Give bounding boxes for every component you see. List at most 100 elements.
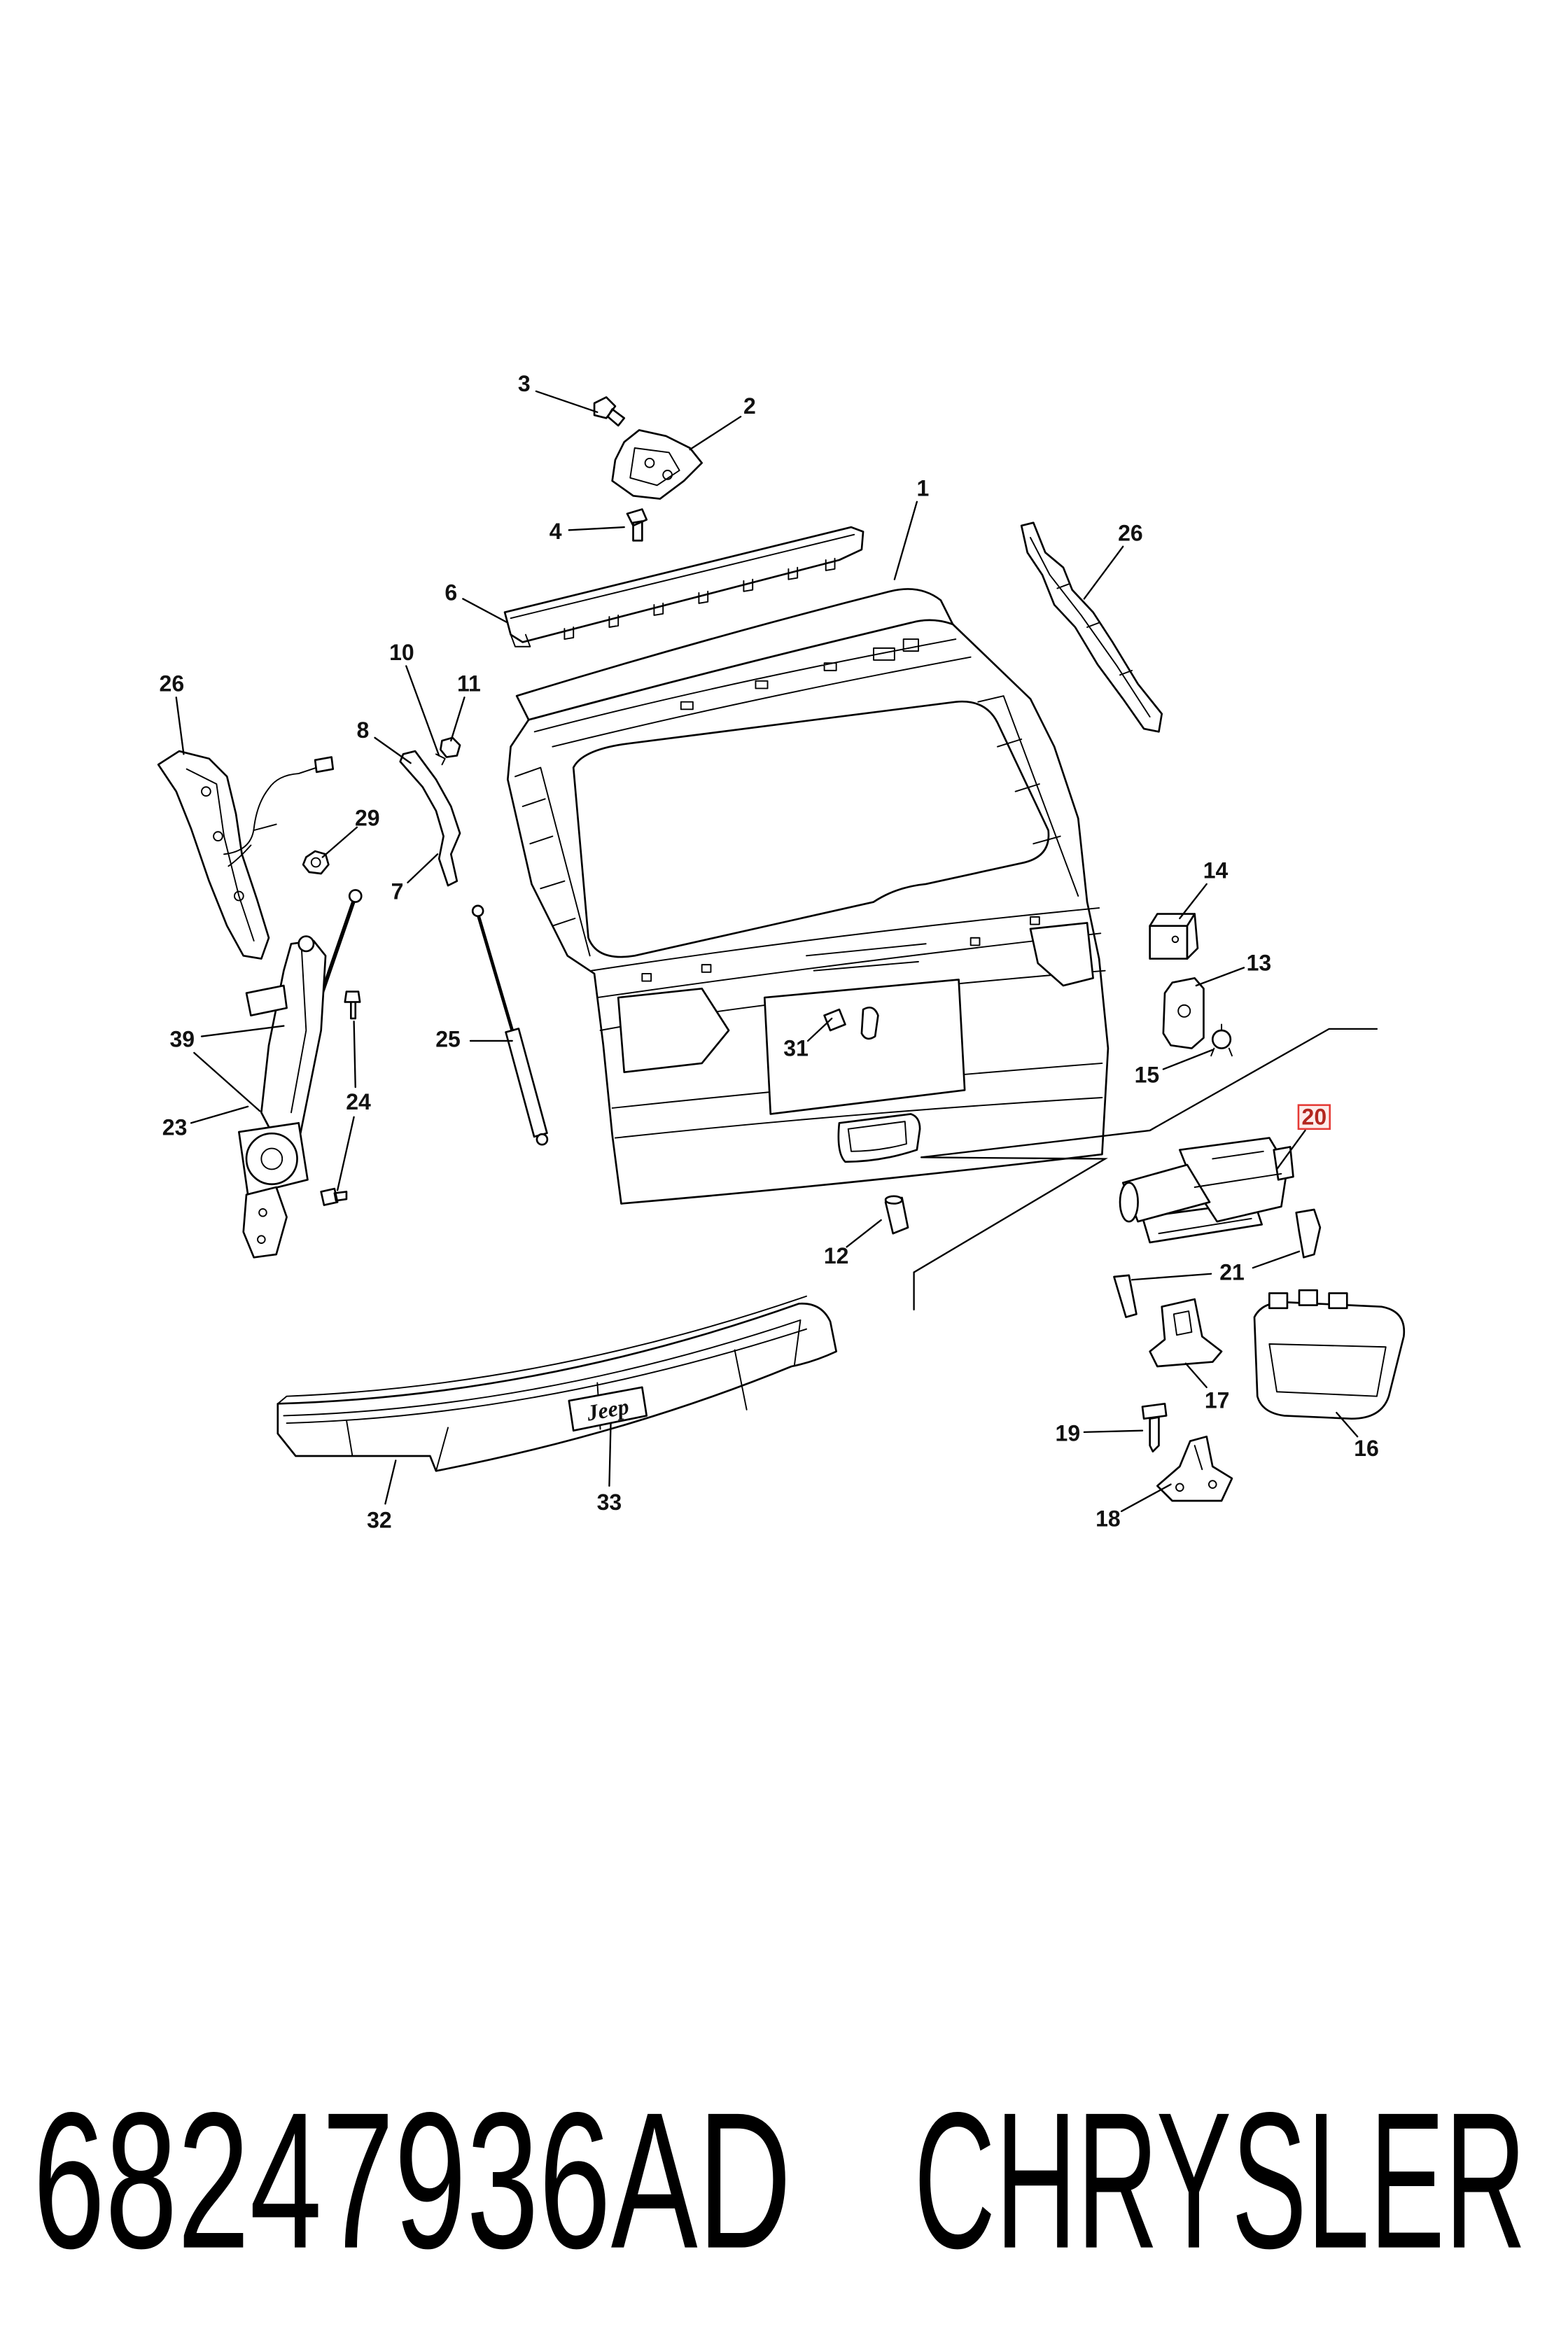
part-32-applique	[276, 1295, 837, 1472]
left-bracket-details	[186, 768, 255, 941]
striker-holes	[1175, 1445, 1217, 1492]
handle-switches	[1268, 1289, 1348, 1310]
leader-line-19	[1083, 1429, 1144, 1434]
liftgate-spoiler	[515, 588, 954, 721]
part-21-rod	[1113, 1274, 1138, 1318]
gas-strut-rod	[476, 912, 514, 1032]
leader-lines	[175, 390, 1359, 1513]
striker-outline	[1156, 1435, 1233, 1502]
callout-label-4: 4	[550, 519, 562, 544]
part-3-bolt	[593, 396, 626, 427]
header-bar-details	[510, 533, 855, 648]
plate-outline	[1162, 977, 1205, 1049]
callout-label-39: 39	[169, 1026, 195, 1051]
part-number: 68247936AD	[33, 2072, 792, 2289]
leader-line-15	[1162, 1049, 1214, 1070]
callout-label-10: 10	[389, 640, 414, 665]
part-8-7-bracket	[399, 750, 461, 887]
header-bar-outline	[503, 526, 864, 643]
callout-label-3: 3	[518, 371, 531, 396]
latch-details	[1158, 1150, 1282, 1235]
actuator-housing	[260, 939, 327, 1151]
liftgate-frame-details	[514, 638, 1106, 1139]
part-33-badge: Jeep	[568, 1386, 648, 1432]
callout-labels: 3 2 1 4 26 6 10 11 26 8 29 7 14 13 25 31…	[160, 371, 1379, 1532]
leader-line-33	[608, 1422, 612, 1487]
leader-line-11	[450, 696, 465, 742]
leader-line-16	[1336, 1411, 1359, 1438]
callout-label-13: 13	[1247, 951, 1272, 976]
leader-line-21-right	[1252, 1250, 1301, 1269]
leader-line-39-upper	[200, 1025, 285, 1037]
actuator-lower-bracket-holes	[257, 1208, 267, 1244]
callout-label-2: 2	[743, 393, 756, 419]
callout-label-32: 32	[367, 1507, 392, 1532]
plate-hole	[1177, 1004, 1191, 1018]
leader-line-10	[405, 665, 440, 757]
leader-line-14	[1179, 883, 1208, 920]
block-front	[1149, 925, 1189, 960]
liftgate-handle-recess	[837, 1113, 921, 1163]
wire-connector	[314, 756, 335, 774]
leader-line-1	[893, 500, 918, 580]
callout-label-29: 29	[355, 806, 380, 831]
actuator-motor-hub	[260, 1147, 284, 1170]
leader-line-2	[689, 416, 742, 451]
callout-label-20: 20	[1302, 1104, 1327, 1129]
nut-29-hole	[310, 857, 321, 868]
part-14-block	[1149, 913, 1199, 960]
part-13-plate	[1162, 977, 1205, 1049]
applique-outline	[276, 1303, 837, 1472]
hinge-details	[629, 447, 680, 486]
part-31-clip	[823, 1008, 846, 1032]
part-39-23-actuator	[238, 889, 363, 1259]
actuator-lower-bracket	[242, 1186, 288, 1259]
part-4-stud	[626, 508, 648, 542]
leader-line-29	[321, 826, 358, 858]
callout-label-33: 33	[597, 1490, 622, 1515]
part-6-header-bar	[503, 526, 864, 648]
part-25-gas-strut	[471, 904, 549, 1146]
left-bracket-outline	[157, 750, 270, 960]
callout-label-26-right: 26	[1118, 520, 1143, 545]
part-18-striker	[1156, 1435, 1233, 1502]
handle-outline	[1253, 1301, 1406, 1420]
callout-label-15: 15	[1135, 1063, 1160, 1088]
liftgate-right-lamp-opening	[1029, 922, 1094, 987]
part-10-clip	[435, 753, 446, 766]
leader-line-24-upper	[353, 1021, 356, 1088]
leader-line-23	[190, 1105, 249, 1124]
footer: 68247936AD CHRYSLER	[33, 2072, 1526, 2289]
callout-label-8: 8	[357, 718, 370, 743]
liftgate-part	[507, 588, 1110, 1205]
callout-label-7: 7	[391, 878, 404, 904]
clip-15-body	[1211, 1029, 1232, 1049]
gas-strut-top-eye	[471, 904, 484, 918]
callout-label-11: 11	[457, 671, 481, 696]
liftgate-left-lamp-opening	[617, 987, 730, 1074]
callout-label-21: 21	[1219, 1259, 1245, 1284]
hinge-outline	[611, 429, 703, 500]
part-17-bracket	[1149, 1298, 1223, 1368]
leader-line-7	[407, 853, 439, 883]
callout-label-31: 31	[783, 1035, 808, 1060]
callout-label-12: 12	[824, 1243, 849, 1268]
part-21-bolt	[1295, 1208, 1322, 1259]
wire-harness	[223, 766, 318, 867]
brand-name: CHRYSLER	[914, 2072, 1527, 2289]
part-2-hinge	[611, 429, 703, 500]
liftgate-license-plate-recess	[763, 979, 966, 1115]
handle-inner	[1268, 1343, 1387, 1397]
leader-line-17	[1184, 1362, 1208, 1389]
license-lamp-clip	[860, 1007, 879, 1040]
callout-label-18: 18	[1096, 1506, 1121, 1531]
block-hole	[1171, 935, 1180, 944]
callout-label-14: 14	[1203, 858, 1228, 883]
gas-strut-bottom-eye	[536, 1133, 549, 1146]
badge-plate	[568, 1386, 648, 1432]
leader-line-26-right	[1083, 545, 1124, 600]
part-12-bumper	[884, 1195, 909, 1235]
right-strut-outline	[1020, 522, 1163, 733]
clip-15-legs	[1210, 1023, 1233, 1057]
